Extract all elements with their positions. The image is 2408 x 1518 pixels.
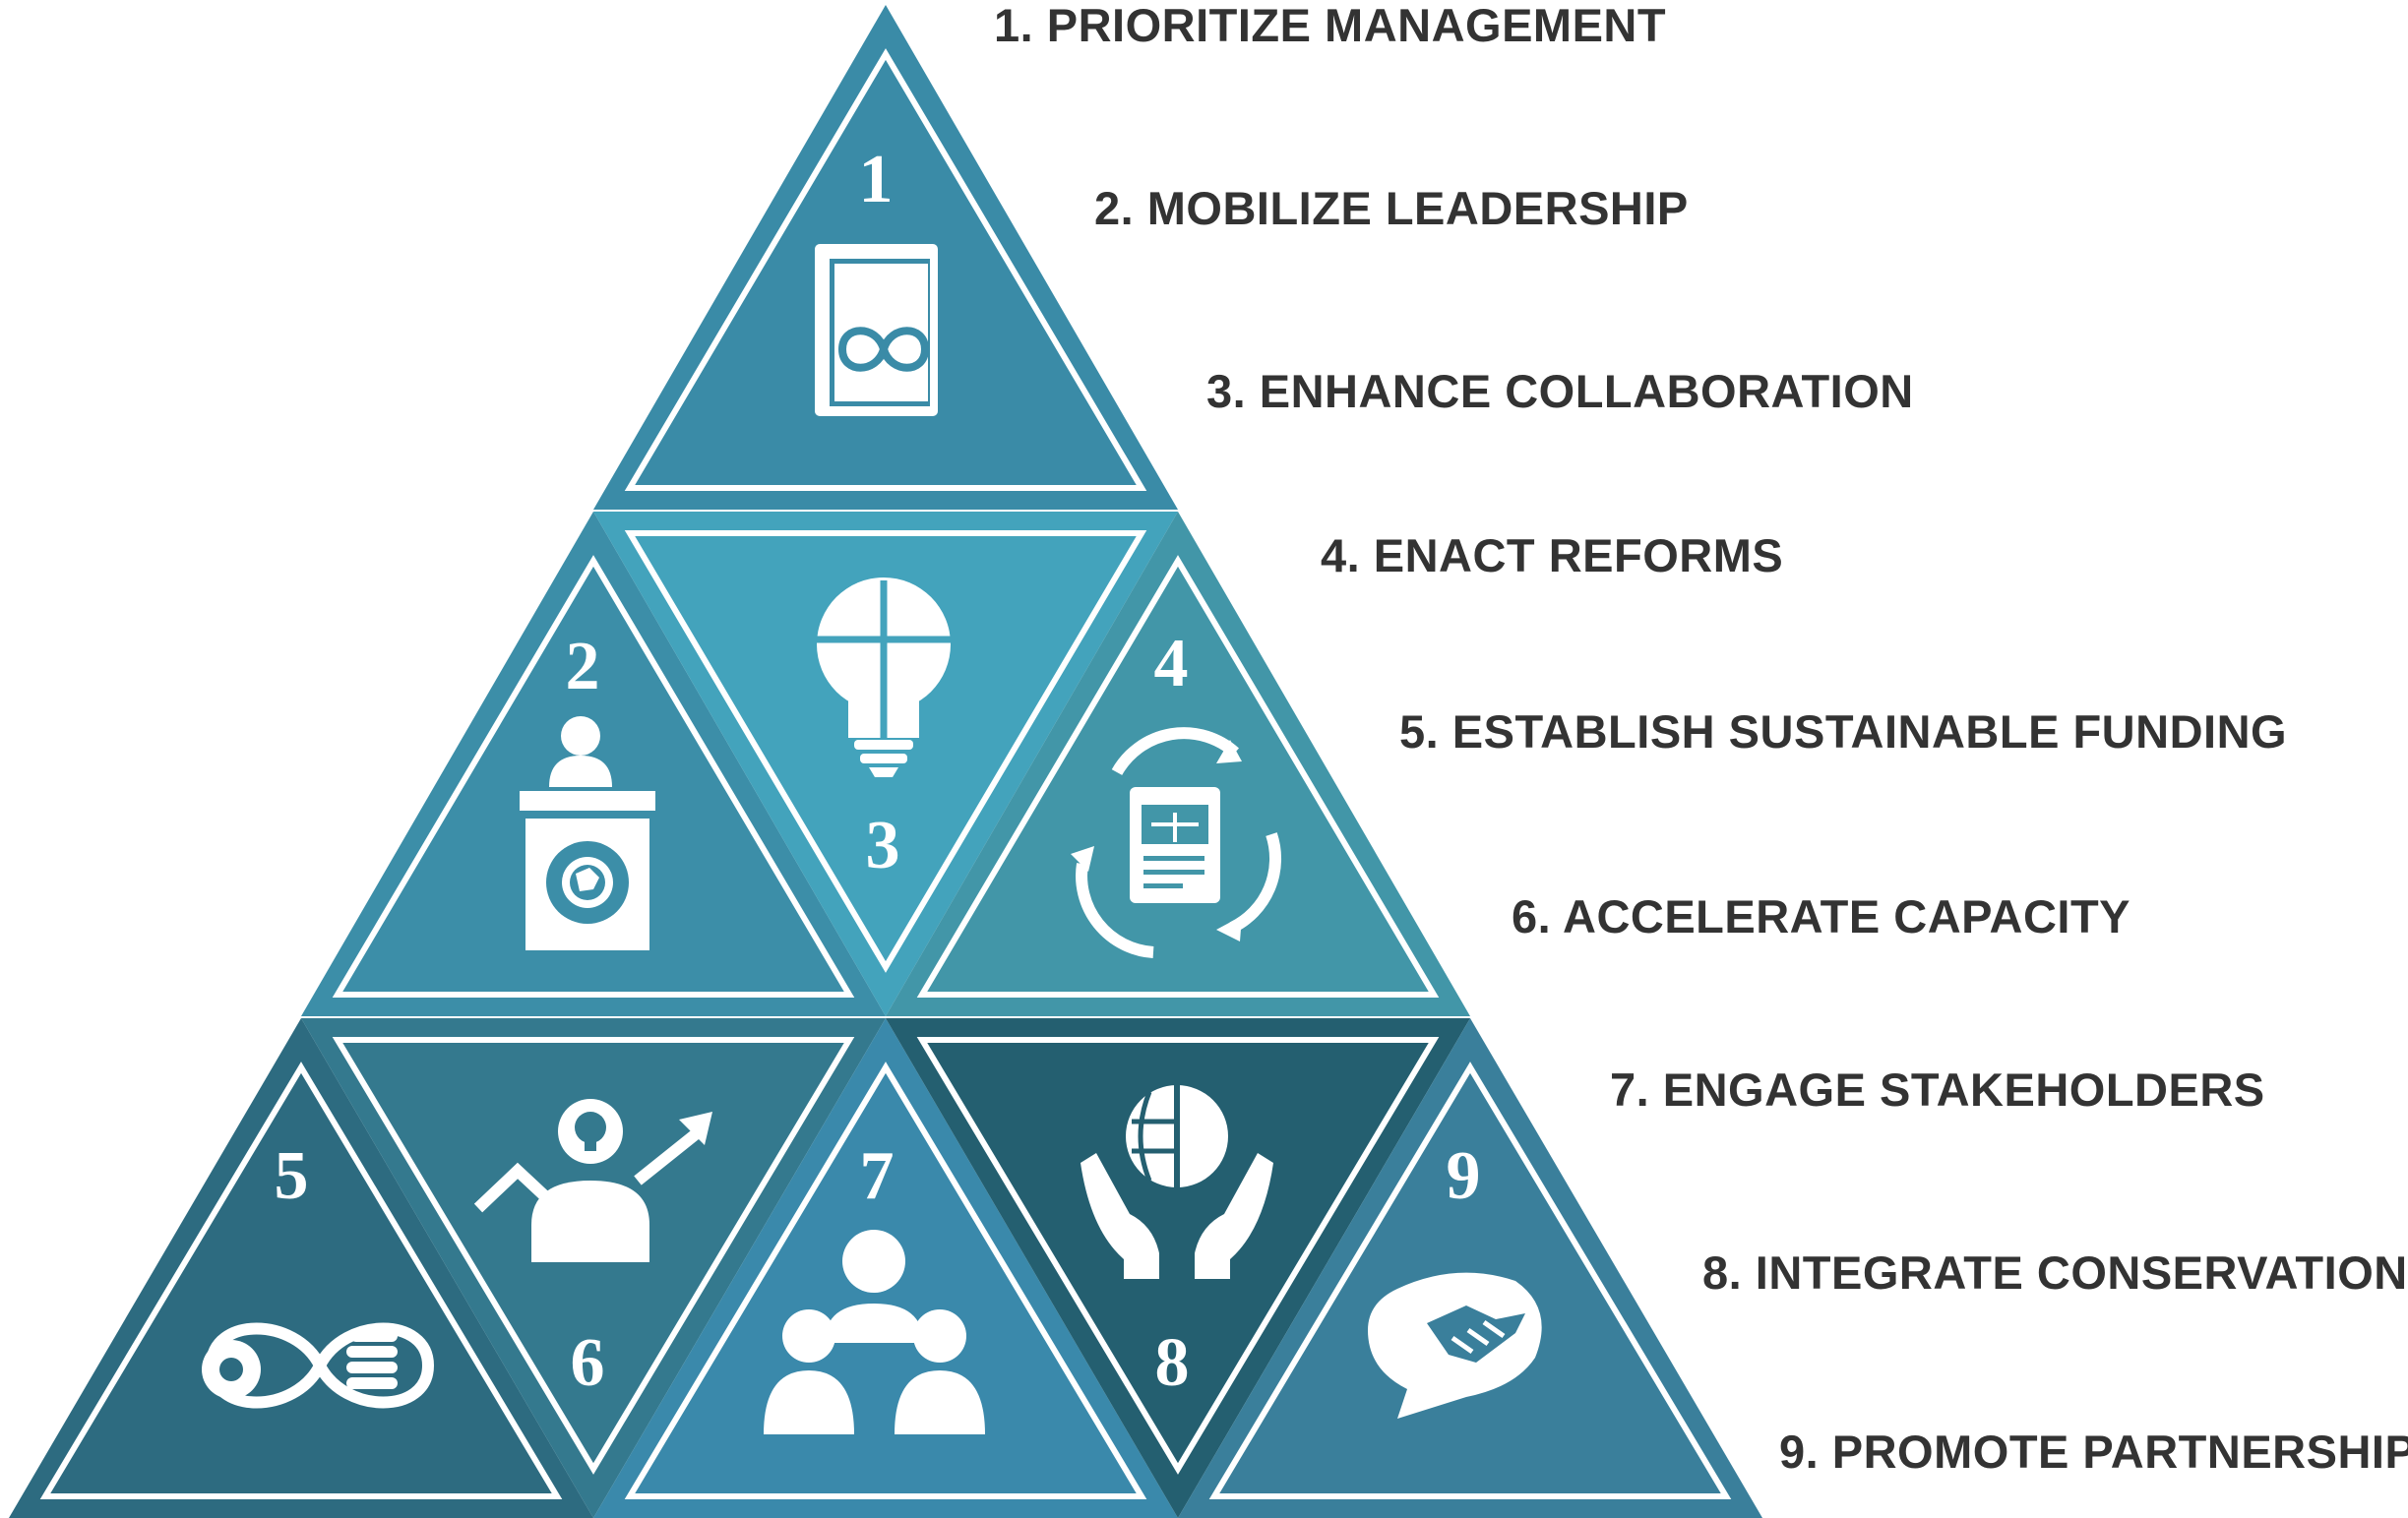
triangle-6-fill	[301, 1018, 886, 1518]
person-idea-growth-icon	[473, 1099, 712, 1262]
triangle-5-number: 5	[275, 1138, 309, 1214]
triangle-9-number: 9	[1447, 1138, 1481, 1214]
podium-speaker-icon	[520, 716, 655, 950]
triangle-6: 6	[301, 1018, 886, 1518]
people-group-icon	[764, 1230, 985, 1434]
triangle-3-fill	[593, 512, 1178, 1016]
book-infinity-icon	[815, 244, 938, 416]
legal-document-cycle-icon	[1071, 727, 1281, 958]
gear-coins-infinity-icon	[202, 1322, 435, 1409]
triangle-8: 8	[886, 1018, 1470, 1518]
puzzle-lightbulb-icon	[817, 577, 951, 777]
triangle-4-fill	[886, 512, 1470, 1016]
handshake-speech-icon	[1368, 1272, 1542, 1419]
label-7: 7. ENGAGE STAKEHOLDERS	[1610, 1063, 2265, 1116]
triangle-8-fill	[886, 1018, 1470, 1518]
triangle-3-number: 3	[866, 808, 900, 883]
triangle-4: 4	[886, 512, 1470, 1016]
hands-globe-leaf-icon	[1081, 1085, 1273, 1279]
triangle-6-number: 6	[571, 1325, 605, 1401]
label-4: 4. ENACT REFORMS	[1321, 529, 1784, 581]
triangle-1: 1	[593, 5, 1178, 510]
triangle-7: 7	[593, 1018, 1178, 1518]
triangle-7-number: 7	[860, 1138, 895, 1214]
label-5: 5. ESTABLISH SUSTAINABLE FUNDING	[1399, 705, 2288, 758]
label-8: 8. INTEGRATE CONSERVATION	[1702, 1246, 2408, 1299]
triangle-8-number: 8	[1155, 1325, 1190, 1401]
triangle-5-fill	[9, 1018, 593, 1518]
label-3: 3. ENHANCE COLLABORATION	[1206, 365, 1914, 417]
label-2: 2. MOBILIZE LEADERSHIP	[1094, 182, 1689, 234]
label-6: 6. ACCELERATE CAPACITY	[1512, 890, 2130, 942]
triangle-2: 2	[301, 512, 886, 1016]
triangle-2-number: 2	[566, 629, 600, 704]
triangle-5: 5	[9, 1018, 593, 1518]
triangle-4-number: 4	[1154, 626, 1189, 701]
triangle-1-number: 1	[859, 142, 894, 217]
label-9: 9. PROMOTE PARTNERSHIP	[1779, 1426, 2408, 1478]
triangle-9: 9	[1178, 1018, 1762, 1518]
triangle-9-fill	[1178, 1018, 1762, 1518]
triangle-3: 3	[593, 512, 1178, 1016]
label-1: 1. PRIORITIZE MANAGEMENT	[994, 0, 1667, 51]
